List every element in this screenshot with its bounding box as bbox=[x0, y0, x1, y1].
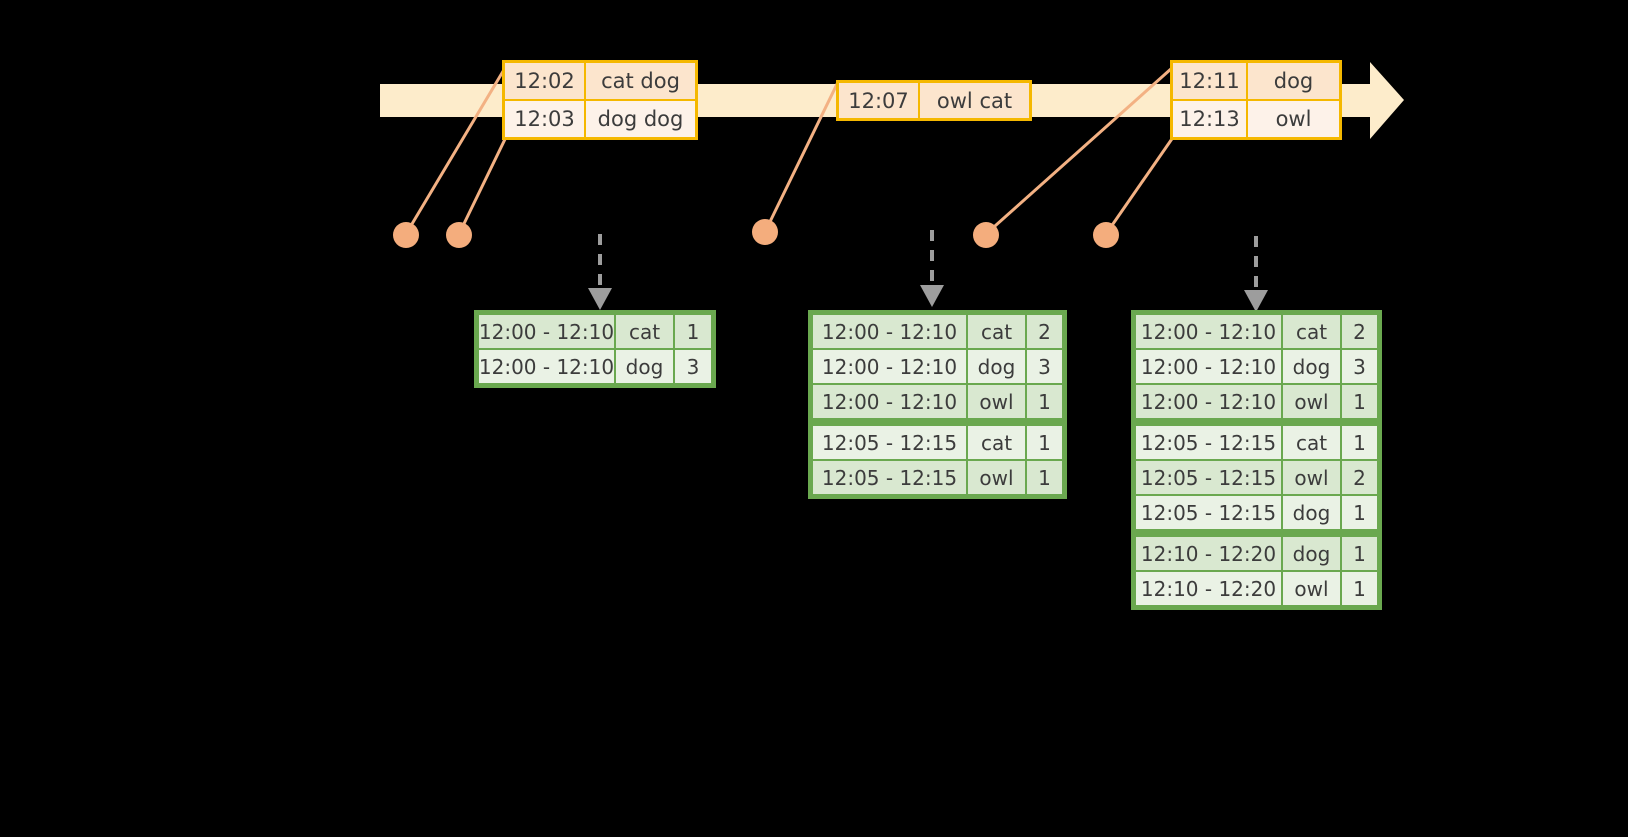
cell-window: 12:00 - 12:10 bbox=[813, 350, 966, 383]
cell-window: 12:10 - 12:20 bbox=[1136, 537, 1281, 570]
cell-word: dog bbox=[1283, 496, 1340, 529]
cell-word: owl bbox=[1283, 461, 1340, 494]
result-table-2[interactable]: 12:00 - 12:10 cat 2 12:00 - 12:10 dog 3 … bbox=[808, 310, 1067, 499]
table-row[interactable]: 12:00 - 12:10 cat 2 bbox=[1136, 315, 1377, 348]
table-row[interactable]: 12:00 - 12:10 cat 2 bbox=[813, 315, 1062, 348]
cell-count: 1 bbox=[675, 315, 711, 348]
event-marker-1213-icon bbox=[1093, 222, 1119, 248]
cell-window: 12:00 - 12:10 bbox=[479, 350, 614, 383]
cell-count: 1 bbox=[1342, 426, 1377, 459]
event-marker-1202-icon bbox=[393, 222, 419, 248]
event-words: owl cat bbox=[920, 83, 1029, 118]
event-marker-1203-icon bbox=[446, 222, 472, 248]
table-row[interactable]: 12:05 - 12:15 cat 1 bbox=[813, 426, 1062, 459]
cell-window: 12:05 - 12:15 bbox=[1136, 426, 1281, 459]
table-row[interactable]: 12:10 - 12:20 dog 1 bbox=[1136, 537, 1377, 570]
table-row[interactable]: 12:05 - 12:15 owl 1 bbox=[813, 461, 1062, 494]
cell-window: 12:05 - 12:15 bbox=[1136, 461, 1281, 494]
cell-window: 12:10 - 12:20 bbox=[1136, 572, 1281, 605]
cell-count: 3 bbox=[1342, 350, 1377, 383]
cell-window: 12:00 - 12:10 bbox=[813, 385, 966, 418]
event-words: dog dog bbox=[586, 101, 695, 137]
table-row[interactable]: 12:05 - 12:15 cat 1 bbox=[1136, 426, 1377, 459]
event-row[interactable]: 12:11 dog bbox=[1173, 63, 1339, 99]
event-time: 12:11 bbox=[1173, 63, 1248, 99]
cell-word: owl bbox=[1283, 385, 1340, 418]
cell-count: 1 bbox=[1027, 461, 1062, 494]
cell-word: owl bbox=[1283, 572, 1340, 605]
down-arrow-2-icon bbox=[920, 285, 944, 307]
table-group-separator bbox=[1136, 531, 1377, 535]
table-group-separator bbox=[813, 420, 1062, 424]
event-marker-dots bbox=[393, 219, 1119, 248]
table-row[interactable]: 12:05 - 12:15 owl 2 bbox=[1136, 461, 1377, 494]
cell-count: 1 bbox=[1342, 537, 1377, 570]
cell-word: owl bbox=[968, 461, 1025, 494]
cell-word: dog bbox=[968, 350, 1025, 383]
cell-word: dog bbox=[1283, 350, 1340, 383]
down-arrow-1-icon bbox=[588, 288, 612, 310]
down-arrow-3-icon bbox=[1244, 290, 1268, 312]
cell-window: 12:05 - 12:15 bbox=[813, 461, 966, 494]
cell-window: 12:00 - 12:10 bbox=[1136, 385, 1281, 418]
table-row[interactable]: 12:00 - 12:10 dog 3 bbox=[813, 350, 1062, 383]
event-time: 12:03 bbox=[505, 101, 586, 137]
event-words: cat dog bbox=[586, 63, 695, 99]
cell-count: 3 bbox=[1027, 350, 1062, 383]
table-row[interactable]: 12:10 - 12:20 owl 1 bbox=[1136, 572, 1377, 605]
cell-count: 1 bbox=[1342, 572, 1377, 605]
cell-window: 12:00 - 12:10 bbox=[1136, 315, 1281, 348]
cell-count: 2 bbox=[1027, 315, 1062, 348]
event-group-1[interactable]: 12:02 cat dog 12:03 dog dog bbox=[502, 60, 698, 140]
cell-count: 1 bbox=[1027, 385, 1062, 418]
flow-arrowheads bbox=[588, 285, 1268, 312]
event-words: owl bbox=[1248, 101, 1339, 137]
cell-window: 12:00 - 12:10 bbox=[1136, 350, 1281, 383]
cell-count: 1 bbox=[1342, 496, 1377, 529]
cell-count: 1 bbox=[1027, 426, 1062, 459]
cell-word: cat bbox=[1283, 315, 1340, 348]
table-row[interactable]: 12:00 - 12:10 dog 3 bbox=[1136, 350, 1377, 383]
cell-word: cat bbox=[616, 315, 673, 348]
cell-word: cat bbox=[968, 315, 1025, 348]
event-row[interactable]: 12:13 owl bbox=[1173, 99, 1339, 137]
cell-window: 12:00 - 12:10 bbox=[813, 315, 966, 348]
cell-count: 2 bbox=[1342, 315, 1377, 348]
event-group-2[interactable]: 12:07 owl cat bbox=[836, 80, 1032, 121]
event-group-3[interactable]: 12:11 dog 12:13 owl bbox=[1170, 60, 1342, 140]
event-row[interactable]: 12:03 dog dog bbox=[505, 99, 695, 137]
cell-word: dog bbox=[616, 350, 673, 383]
event-row[interactable]: 12:07 owl cat bbox=[839, 83, 1029, 118]
event-time: 12:02 bbox=[505, 63, 586, 99]
cell-word: cat bbox=[968, 426, 1025, 459]
event-time: 12:13 bbox=[1173, 101, 1248, 137]
table-row[interactable]: 12:00 - 12:10 cat 1 bbox=[479, 315, 711, 348]
result-table-3[interactable]: 12:00 - 12:10 cat 2 12:00 - 12:10 dog 3 … bbox=[1131, 310, 1382, 610]
cell-word: cat bbox=[1283, 426, 1340, 459]
cell-window: 12:00 - 12:10 bbox=[479, 315, 614, 348]
table-row[interactable]: 12:00 - 12:10 owl 1 bbox=[813, 385, 1062, 418]
event-time: 12:07 bbox=[839, 83, 920, 118]
event-marker-1207-icon bbox=[752, 219, 778, 245]
table-row[interactable]: 12:00 - 12:10 dog 3 bbox=[479, 350, 711, 383]
table-row[interactable]: 12:05 - 12:15 dog 1 bbox=[1136, 496, 1377, 529]
table-group-separator bbox=[1136, 420, 1377, 424]
result-table-1[interactable]: 12:00 - 12:10 cat 1 12:00 - 12:10 dog 3 bbox=[474, 310, 716, 388]
event-row[interactable]: 12:02 cat dog bbox=[505, 63, 695, 99]
cell-count: 1 bbox=[1342, 385, 1377, 418]
table-row[interactable]: 12:00 - 12:10 owl 1 bbox=[1136, 385, 1377, 418]
flow-arrows bbox=[598, 230, 1258, 288]
cell-word: owl bbox=[968, 385, 1025, 418]
cell-word: dog bbox=[1283, 537, 1340, 570]
cell-window: 12:05 - 12:15 bbox=[813, 426, 966, 459]
event-words: dog bbox=[1248, 63, 1339, 99]
event-marker-1211-icon bbox=[973, 222, 999, 248]
cell-count: 2 bbox=[1342, 461, 1377, 494]
cell-count: 3 bbox=[675, 350, 711, 383]
cell-window: 12:05 - 12:15 bbox=[1136, 496, 1281, 529]
